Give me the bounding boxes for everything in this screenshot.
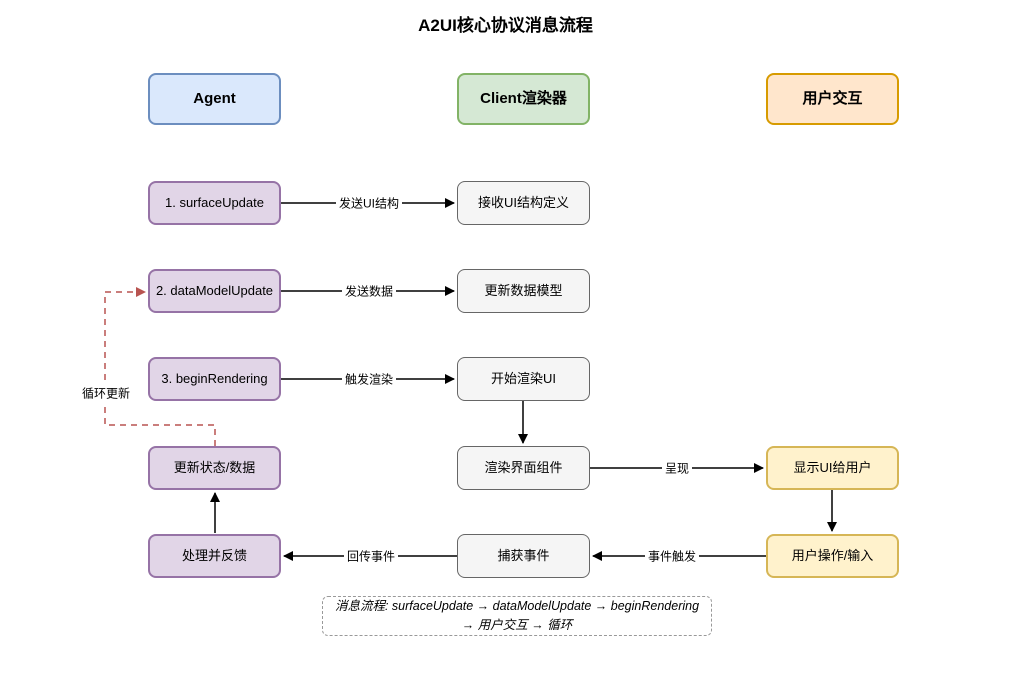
- flow-summary-line1: 消息流程: surfaceUpdate → dataModelUpdate → …: [334, 599, 700, 614]
- edge-label-return-event: 回传事件: [343, 547, 399, 565]
- flow-summary-note: 消息流程: surfaceUpdate → dataModelUpdate → …: [322, 596, 712, 636]
- header-client: Client渲染器: [457, 73, 590, 125]
- edge-label-send-ui-structure: 发送UI结构: [335, 194, 403, 212]
- edge-label-present: 呈现: [661, 459, 693, 477]
- edge-label-send-data: 发送数据: [341, 282, 397, 300]
- node-process-feedback: 处理并反馈: [148, 534, 281, 578]
- edge-label-loop-update: 循环更新: [79, 383, 133, 403]
- node-capture-events: 捕获事件: [457, 534, 590, 578]
- node-data-model-update: 2. dataModelUpdate: [148, 269, 281, 313]
- node-surface-update: 1. surfaceUpdate: [148, 181, 281, 225]
- flow-summary-line2: → 用户交互 → 循环: [461, 618, 573, 632]
- node-begin-rendering: 3. beginRendering: [148, 357, 281, 401]
- header-user: 用户交互: [766, 73, 899, 125]
- edge-loop-update: [104, 287, 216, 446]
- node-show-ui: 显示UI给用户: [766, 446, 899, 490]
- node-render-components: 渲染界面组件: [457, 446, 590, 490]
- node-update-state: 更新状态/数据: [148, 446, 281, 490]
- edge-label-trigger-render: 触发渲染: [341, 370, 397, 388]
- edge-label-event-trigger: 事件触发: [644, 547, 700, 565]
- node-start-rendering: 开始渲染UI: [457, 357, 590, 401]
- diagram-title: A2UI核心协议消息流程: [418, 16, 593, 35]
- header-agent: Agent: [148, 73, 281, 125]
- node-update-data-model: 更新数据模型: [457, 269, 590, 313]
- node-receive-ui: 接收UI结构定义: [457, 181, 590, 225]
- node-user-input: 用户操作/输入: [766, 534, 899, 578]
